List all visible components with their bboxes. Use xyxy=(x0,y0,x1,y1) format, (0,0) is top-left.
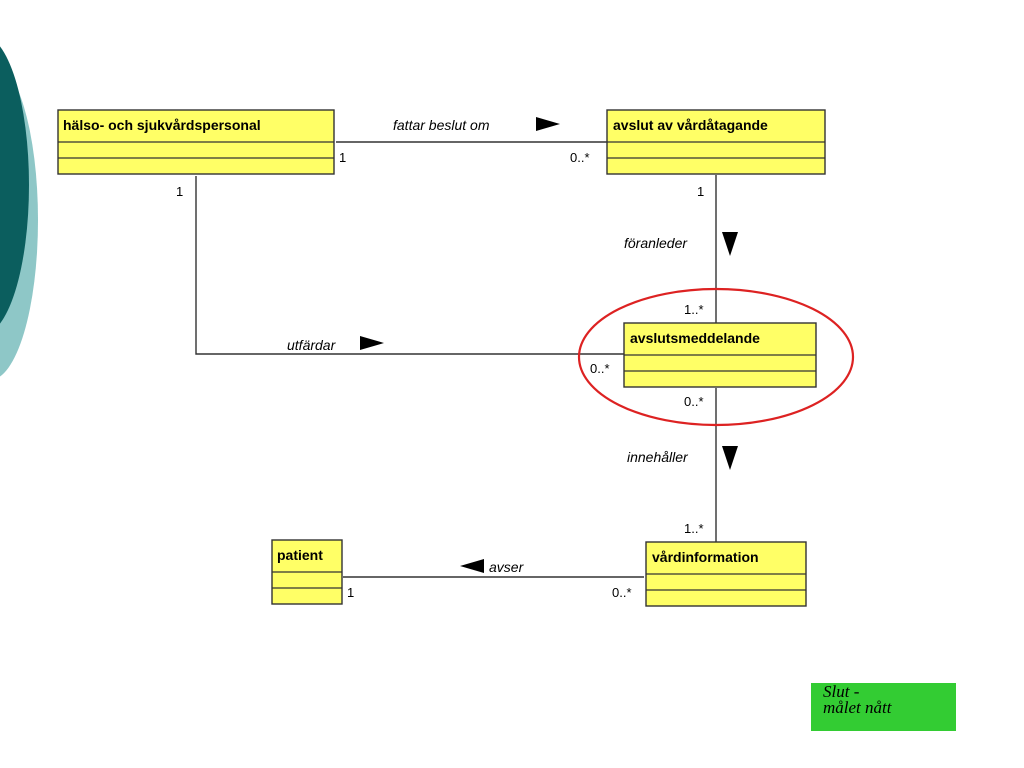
arrow-down-icon xyxy=(722,232,738,256)
class-name: hälso- och sjukvårdspersonal xyxy=(63,117,261,133)
assoc-label-foranleder: föranleder xyxy=(624,235,688,251)
assoc-label-avser: avser xyxy=(489,559,525,575)
assoc-label-fattar: fattar beslut om xyxy=(393,117,490,133)
class-box-avslutsmeddelande[interactable]: avslutsmeddelande xyxy=(623,322,817,388)
goal-note: Slut - målet nått xyxy=(811,683,956,731)
class-name: avslut av vårdåtagande xyxy=(613,117,768,133)
multiplicity: 0..* xyxy=(612,585,632,600)
arrow-right-icon xyxy=(360,336,384,350)
note-line-2: målet nått xyxy=(823,698,892,717)
arrow-right-icon xyxy=(536,117,560,131)
multiplicity: 1 xyxy=(339,150,346,165)
line-utfardar xyxy=(195,176,624,355)
multiplicity: 0..* xyxy=(590,361,610,376)
multiplicity: 1..* xyxy=(684,521,704,536)
direction-arrows xyxy=(360,117,738,573)
class-name: patient xyxy=(277,547,323,563)
class-name: vårdinformation xyxy=(652,549,759,565)
class-box-vardinformation[interactable]: vårdinformation xyxy=(645,541,807,607)
class-box-personal[interactable]: hälso- och sjukvårdspersonal xyxy=(57,109,335,175)
slide-decoration xyxy=(0,46,38,377)
side-accent-dark xyxy=(0,46,29,324)
multiplicity: 1 xyxy=(176,184,183,199)
class-box-avslut-av-vardatagande[interactable]: avslut av vårdåtagande xyxy=(606,109,826,175)
note-line-1: Slut - xyxy=(823,682,860,701)
assoc-label-innehaller: innehåller xyxy=(627,449,689,465)
class-box-patient[interactable]: patient xyxy=(271,539,343,605)
multiplicity: 1 xyxy=(697,184,704,199)
multiplicity: 1..* xyxy=(684,302,704,317)
highlight-ellipse xyxy=(577,287,855,427)
multiplicity: 0..* xyxy=(570,150,590,165)
assoc-label-utfardar: utfärdar xyxy=(287,337,337,353)
association-lines xyxy=(195,141,717,578)
arrow-down-icon xyxy=(722,446,738,470)
multiplicity: 0..* xyxy=(684,394,704,409)
arrow-left-icon xyxy=(460,559,484,573)
class-name: avslutsmeddelande xyxy=(630,330,760,346)
multiplicity: 1 xyxy=(347,585,354,600)
